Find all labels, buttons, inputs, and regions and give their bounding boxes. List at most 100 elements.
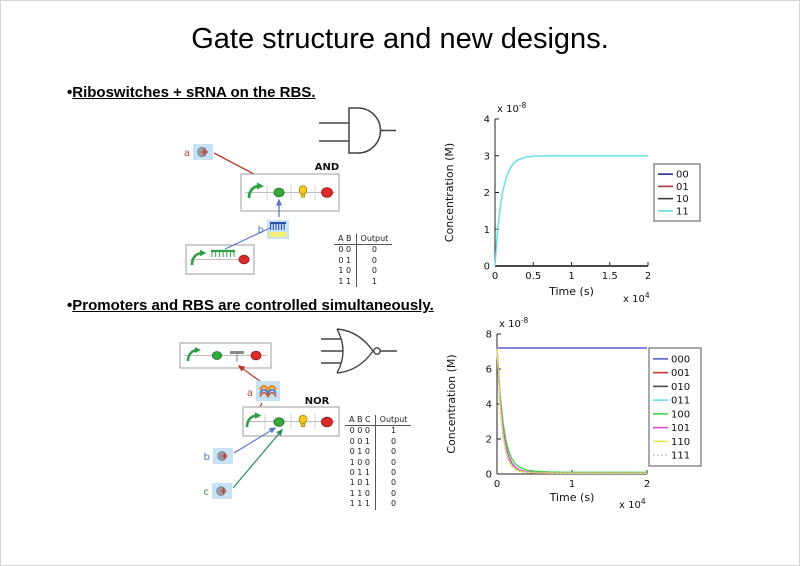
truth-table-cell: 0 xyxy=(355,255,393,267)
x-tick-label: 0.5 xyxy=(525,271,541,282)
input-b-label: b xyxy=(204,452,210,463)
truth-table-cell: 0 1 0 xyxy=(349,447,370,457)
truth-table-cell: 0 xyxy=(374,467,412,479)
series-101 xyxy=(496,347,647,474)
reporter-gene-icon xyxy=(298,414,308,427)
truth-table-cell: 0 xyxy=(374,457,412,468)
input-b: b xyxy=(258,220,289,239)
truth-table-cell: 0 xyxy=(355,244,393,256)
x-scale-note: x 104 xyxy=(623,291,650,305)
srna-comb-icon xyxy=(270,222,286,230)
and-gate-diagram: a AND xyxy=(184,107,396,275)
input-c-label: c xyxy=(204,487,210,498)
input-c: c xyxy=(204,483,232,499)
truth-table-cell: 1 0 xyxy=(338,266,352,276)
truth-table-cell: 1 0 1 xyxy=(349,478,370,488)
legend-label: 110 xyxy=(671,437,690,448)
input-a-label: a xyxy=(184,148,190,159)
truth-table-cell: 0 xyxy=(374,478,412,489)
series-111 xyxy=(496,347,647,475)
series-100 xyxy=(496,347,647,474)
legend-label: 10 xyxy=(676,194,689,205)
y-tick-label: 0 xyxy=(484,262,490,273)
legend-label: 011 xyxy=(671,396,690,407)
y-tick-label: 2 xyxy=(486,435,492,446)
truth-table-row: 1 1 0 0 xyxy=(345,488,412,500)
truth-table-cell: 0 xyxy=(355,266,393,277)
a-to-attenuator-arrow xyxy=(237,365,262,383)
y-axis-label: Concentration (M) xyxy=(443,143,456,242)
x-tick-label: 2 xyxy=(644,479,650,490)
c-to-rbs-arrow xyxy=(232,428,283,489)
truth-table-cell: 0 0 0 xyxy=(349,426,370,436)
legend-label: 01 xyxy=(676,182,689,193)
x-tick-label: 1 xyxy=(568,271,574,282)
legend-label: 100 xyxy=(671,409,690,420)
reporter-gene-icon xyxy=(298,185,308,198)
srna-to-b-line xyxy=(224,227,271,250)
x-tick-label: 1 xyxy=(569,479,575,490)
series-011 xyxy=(496,347,647,474)
and-cassette-label: AND xyxy=(315,162,339,173)
x-tick-label: 0 xyxy=(492,271,498,282)
terminator-icon xyxy=(238,254,250,265)
y-tick-label: 4 xyxy=(486,400,492,411)
truth-table-row: 0 0 0 1 xyxy=(345,425,412,437)
truth-table-cell: 0 xyxy=(374,499,412,510)
series-010 xyxy=(496,347,647,474)
x-tick-label: 2 xyxy=(645,271,651,282)
promoter-icon xyxy=(186,347,201,362)
x-axis-label: Time (s) xyxy=(549,491,595,504)
promoter-icon xyxy=(247,182,264,199)
legend-label: 001 xyxy=(671,368,690,379)
bullet-dot: • xyxy=(67,84,73,101)
y-tick-label: 6 xyxy=(486,365,492,376)
series-11 xyxy=(494,155,648,267)
input-b-label: b xyxy=(258,225,264,236)
input-b: b xyxy=(204,448,233,464)
terminator-icon xyxy=(321,416,333,428)
truth-table-header: A B C xyxy=(345,415,376,427)
input-a: a xyxy=(184,144,213,160)
truth-table-cell: 0 0 xyxy=(338,245,352,255)
and-cassette: AND xyxy=(240,162,340,212)
truth-table-cell: 0 xyxy=(374,488,412,500)
truth-table-cell: 1 1 0 xyxy=(349,488,370,498)
y-axis-label: Concentration (M) xyxy=(445,354,458,453)
y-tick-label: 8 xyxy=(486,330,492,341)
input-a: a xyxy=(247,381,280,401)
truth-table-cell: 1 0 0 xyxy=(349,457,370,467)
terminator-icon xyxy=(321,187,333,198)
rbs-icon xyxy=(273,187,285,198)
x-scale-note: x 104 xyxy=(619,497,646,511)
attenuator-cassette xyxy=(179,342,272,369)
rbs-icon xyxy=(211,351,223,360)
x-axis-label: Time (s) xyxy=(548,285,594,298)
ligand-icon xyxy=(217,451,228,461)
bullet-dot: • xyxy=(67,297,73,314)
y-tick-label: 3 xyxy=(484,151,490,162)
truth-table-cell: 1 xyxy=(374,425,412,437)
nor-gate-symbol xyxy=(321,328,397,374)
terminator-t-icon xyxy=(230,351,244,362)
truth-table-row: 1 0 0 0 xyxy=(345,457,412,468)
nor-cassette: NOR xyxy=(242,396,340,437)
srna-cassette xyxy=(185,244,255,275)
truth-table-cell: 0 xyxy=(374,436,412,448)
